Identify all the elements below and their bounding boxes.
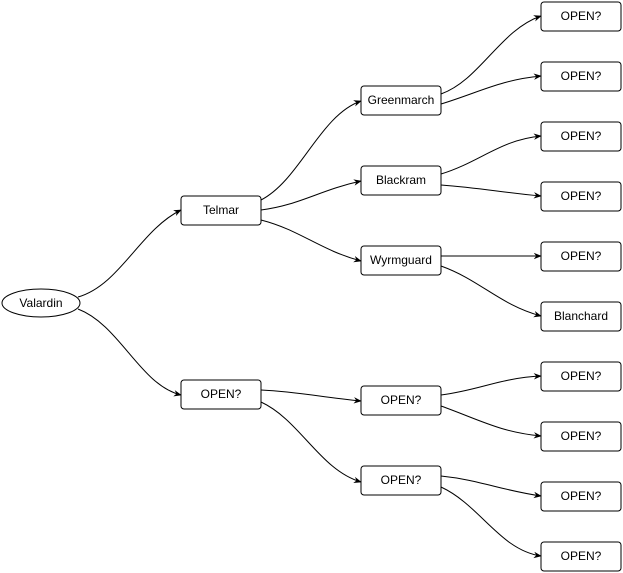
edge-telmar-wyrmguard	[260, 219, 362, 263]
node-label: Greenmarch	[368, 93, 435, 107]
node-open-l2b: OPEN?	[360, 465, 442, 496]
node-l3-1: OPEN?	[540, 1, 622, 32]
edge-valardin-telmar	[77, 209, 182, 298]
node-l3-9: OPEN?	[540, 481, 622, 512]
edges	[77, 15, 542, 559]
node-label: OPEN?	[561, 129, 602, 143]
node-label: Blackram	[376, 173, 426, 187]
node-root: Valardin	[1, 288, 81, 318]
node-greenmarch: Greenmarch	[360, 85, 442, 116]
edge-open-l2b-open-1	[440, 475, 542, 499]
node-blackram: Blackram	[360, 165, 442, 196]
edge-valardin-open-1	[77, 308, 182, 397]
edge-wyrmguard-blanchard	[440, 265, 542, 318]
node-label: Telmar	[203, 203, 239, 217]
node-label: OPEN?	[561, 489, 602, 503]
edge-open-l1-open-l2a	[260, 389, 362, 404]
node-wyrmguard: Wyrmguard	[360, 245, 442, 276]
edge-open-l2a-open-2	[440, 405, 542, 439]
node-l3-5: OPEN?	[540, 241, 622, 272]
node-telmar: Telmar	[180, 195, 262, 226]
node-label: Blanchard	[554, 309, 608, 323]
node-l3-4: OPEN?	[540, 181, 622, 212]
edge-telmar-greenmarch	[260, 100, 362, 201]
node-label: OPEN?	[381, 393, 422, 407]
node-l3-3: OPEN?	[540, 121, 622, 152]
node-label: OPEN?	[381, 473, 422, 487]
edge-telmar-blackram	[260, 179, 362, 211]
node-label: OPEN?	[561, 369, 602, 383]
node-l3-10: OPEN?	[540, 541, 622, 572]
node-label: OPEN?	[561, 9, 602, 23]
node-label: OPEN?	[561, 189, 602, 203]
node-open-l2a: OPEN?	[360, 385, 442, 416]
edge-greenmarch-open-2	[440, 73, 542, 105]
edge-blackram-open-1	[440, 133, 542, 175]
edge-greenmarch-open-1	[440, 15, 542, 95]
node-label: Wyrmguard	[370, 253, 432, 267]
node-l3-8: OPEN?	[540, 421, 622, 452]
node-l3-2: OPEN?	[540, 61, 622, 92]
node-label: OPEN?	[561, 69, 602, 83]
node-open-l1: OPEN?	[180, 379, 262, 410]
edge-open-l2b-open-2	[440, 486, 542, 559]
edge-open-l1-open-l2b	[260, 401, 362, 484]
edge-open-l2a-open-1	[440, 373, 542, 396]
node-label: OPEN?	[561, 249, 602, 263]
node-label: OPEN?	[201, 387, 242, 401]
node-label: Valardin	[19, 296, 62, 310]
edge-blackram-open-2	[440, 184, 542, 199]
node-l3-7: OPEN?	[540, 361, 622, 392]
node-label: OPEN?	[561, 429, 602, 443]
node-label: OPEN?	[561, 549, 602, 563]
node-blanchard: Blanchard	[540, 301, 622, 332]
